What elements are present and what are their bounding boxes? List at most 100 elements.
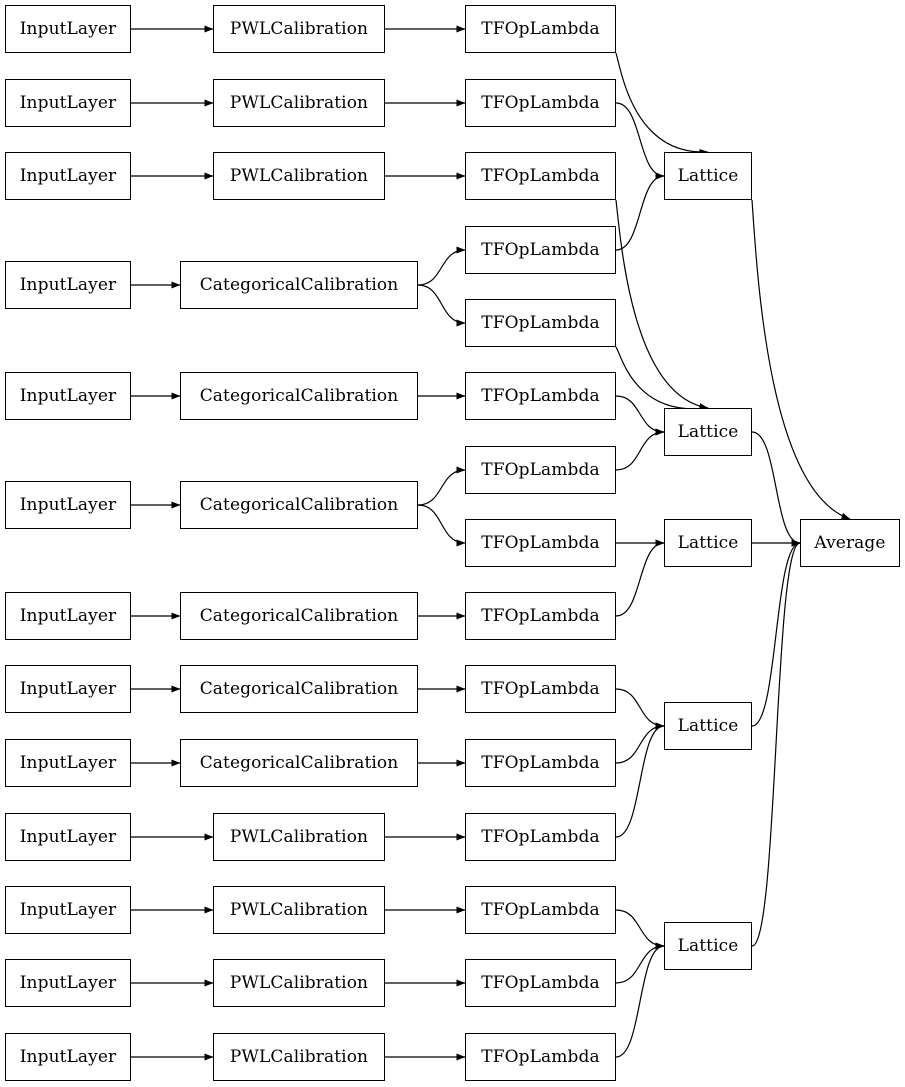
graph-node-cal6[interactable]: CategoricalCalibration	[180, 481, 418, 529]
graph-node-in4[interactable]: InputLayer	[5, 261, 131, 309]
graph-edge-tf15-to-lat5	[615, 942, 665, 1058]
graph-node-in8[interactable]: InputLayer	[5, 665, 131, 713]
graph-node-label: TFOpLambda	[481, 752, 600, 773]
graph-node-tf12[interactable]: TFOpLambda	[465, 813, 616, 861]
graph-node-in2[interactable]: InputLayer	[5, 79, 131, 127]
graph-node-label: CategoricalCalibration	[199, 494, 399, 515]
graph-node-label: PWLCalibration	[229, 18, 369, 39]
graph-node-label: TFOpLambda	[481, 165, 600, 186]
graph-node-label: CategoricalCalibration	[199, 274, 399, 295]
graph-node-tf2[interactable]: TFOpLambda	[465, 79, 616, 127]
graph-node-in12[interactable]: InputLayer	[5, 959, 131, 1007]
graph-edge-cal6-to-tf8	[417, 504, 466, 547]
graph-edge-tf4-to-lat1	[615, 172, 665, 251]
graph-node-tf8[interactable]: TFOpLambda	[465, 519, 616, 567]
graph-node-lat5[interactable]: Lattice	[664, 922, 752, 970]
graph-node-label: TFOpLambda	[481, 92, 600, 113]
graph-node-cal7[interactable]: CategoricalCalibration	[180, 592, 418, 640]
graph-node-in7[interactable]: InputLayer	[5, 592, 131, 640]
graph-edge-tf1-to-lat1	[615, 52, 709, 156]
graph-node-tf13[interactable]: TFOpLambda	[465, 886, 616, 934]
graph-node-label: TFOpLambda	[481, 532, 600, 553]
graph-node-label: PWLCalibration	[229, 899, 369, 920]
graph-node-label: InputLayer	[19, 385, 117, 406]
graph-node-lat1[interactable]: Lattice	[664, 152, 752, 200]
graph-node-label: Lattice	[677, 165, 739, 186]
graph-node-in9[interactable]: InputLayer	[5, 739, 131, 787]
graph-node-cal1[interactable]: PWLCalibration	[213, 5, 385, 53]
graph-node-label: Lattice	[677, 421, 739, 442]
graph-edge-tf2-to-lat1	[615, 102, 665, 180]
graph-node-label: TFOpLambda	[481, 18, 600, 39]
graph-node-label: InputLayer	[19, 165, 117, 186]
graph-node-cal10[interactable]: PWLCalibration	[213, 813, 385, 861]
graph-node-label: Average	[814, 532, 886, 553]
graph-node-avg[interactable]: Average	[800, 519, 900, 567]
graph-node-tf15[interactable]: TFOpLambda	[465, 1033, 616, 1081]
graph-node-cal8[interactable]: CategoricalCalibration	[180, 665, 418, 713]
graph-node-label: InputLayer	[19, 1046, 117, 1067]
graph-node-cal12[interactable]: PWLCalibration	[213, 959, 385, 1007]
graph-node-cal2[interactable]: PWLCalibration	[213, 79, 385, 127]
graph-node-tf3[interactable]: TFOpLambda	[465, 152, 616, 200]
graph-node-label: TFOpLambda	[481, 678, 600, 699]
graph-node-in11[interactable]: InputLayer	[5, 886, 131, 934]
graph-node-cal13[interactable]: PWLCalibration	[213, 1033, 385, 1081]
graph-node-in13[interactable]: InputLayer	[5, 1033, 131, 1081]
graph-node-tf7[interactable]: TFOpLambda	[465, 446, 616, 494]
graph-node-lat2[interactable]: Lattice	[664, 408, 752, 456]
graph-node-in1[interactable]: InputLayer	[5, 5, 131, 53]
graph-node-in3[interactable]: InputLayer	[5, 152, 131, 200]
graph-edge-tf5-to-lat2	[615, 346, 709, 413]
graph-node-label: InputLayer	[19, 18, 117, 39]
graph-edge-tf9-to-lat3	[615, 539, 665, 617]
graph-node-tf9[interactable]: TFOpLambda	[465, 592, 616, 640]
graph-edge-lat2-to-avg	[751, 431, 801, 547]
graph-node-label: InputLayer	[19, 678, 117, 699]
graph-node-label: TFOpLambda	[481, 312, 600, 333]
graph-node-label: PWLCalibration	[229, 165, 369, 186]
graph-edge-tf6-to-lat2	[615, 395, 665, 436]
graph-node-in5[interactable]: InputLayer	[5, 372, 131, 420]
graph-node-label: TFOpLambda	[481, 239, 600, 260]
graph-node-label: CategoricalCalibration	[199, 385, 399, 406]
graph-node-label: PWLCalibration	[229, 826, 369, 847]
graph-node-tf10[interactable]: TFOpLambda	[465, 665, 616, 713]
graph-node-cal9[interactable]: CategoricalCalibration	[180, 739, 418, 787]
graph-node-tf1[interactable]: TFOpLambda	[465, 5, 616, 53]
graph-node-tf6[interactable]: TFOpLambda	[465, 372, 616, 420]
graph-edge-cal4-to-tf4	[417, 246, 466, 286]
graph-node-label: InputLayer	[19, 494, 117, 515]
graph-edge-cal4-to-tf5	[417, 284, 466, 327]
graph-edge-tf13-to-lat5	[615, 909, 665, 950]
graph-edge-tf3-to-lat2	[615, 199, 709, 411]
graph-node-tf5[interactable]: TFOpLambda	[465, 299, 616, 347]
graph-node-label: Lattice	[677, 532, 739, 553]
graph-node-in10[interactable]: InputLayer	[5, 813, 131, 861]
graph-node-label: TFOpLambda	[481, 1046, 600, 1067]
graph-node-label: InputLayer	[19, 274, 117, 295]
graph-node-label: TFOpLambda	[481, 459, 600, 480]
graph-edge-tf12-to-lat4	[615, 722, 665, 838]
graph-node-cal11[interactable]: PWLCalibration	[213, 886, 385, 934]
graph-node-label: CategoricalCalibration	[199, 678, 399, 699]
graph-edge-lat1-to-avg	[751, 199, 851, 520]
graph-node-lat4[interactable]: Lattice	[664, 702, 752, 750]
graph-node-label: Lattice	[677, 715, 739, 736]
graph-node-in6[interactable]: InputLayer	[5, 481, 131, 529]
graph-node-label: TFOpLambda	[481, 972, 600, 993]
graph-node-label: TFOpLambda	[481, 605, 600, 626]
graph-node-cal4[interactable]: CategoricalCalibration	[180, 261, 418, 309]
graph-node-label: PWLCalibration	[229, 92, 369, 113]
graph-node-cal3[interactable]: PWLCalibration	[213, 152, 385, 200]
graph-node-tf4[interactable]: TFOpLambda	[465, 226, 616, 274]
graph-node-label: TFOpLambda	[481, 826, 600, 847]
graph-node-label: InputLayer	[19, 92, 117, 113]
graph-node-cal5[interactable]: CategoricalCalibration	[180, 372, 418, 420]
graph-node-label: TFOpLambda	[481, 899, 600, 920]
graph-node-tf11[interactable]: TFOpLambda	[465, 739, 616, 787]
graph-node-lat3[interactable]: Lattice	[664, 519, 752, 567]
graph-node-label: InputLayer	[19, 605, 117, 626]
graph-node-tf14[interactable]: TFOpLambda	[465, 959, 616, 1007]
